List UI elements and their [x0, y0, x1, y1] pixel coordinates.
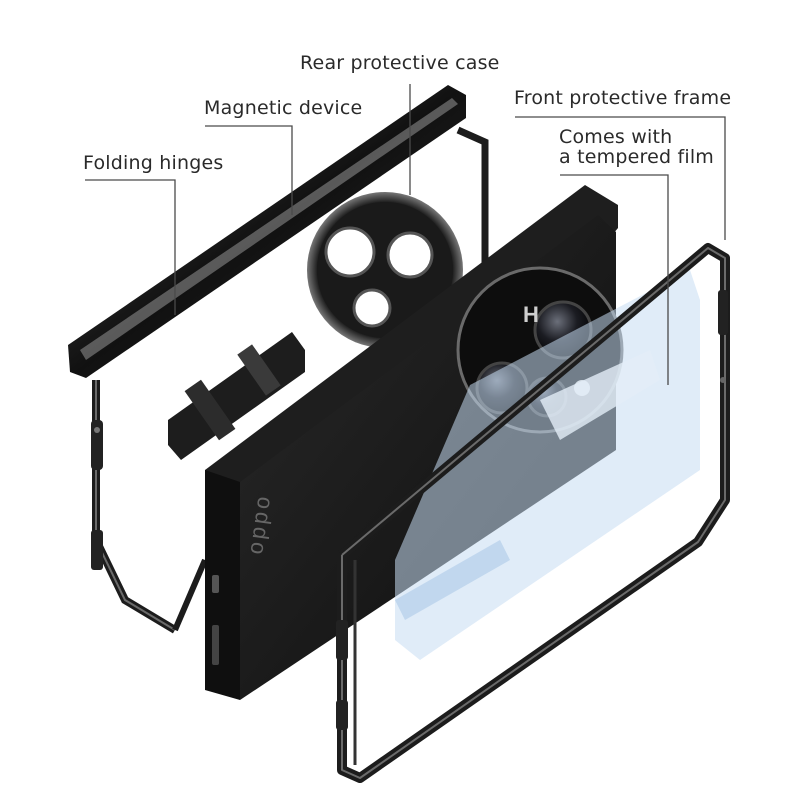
label-film-line2: a tempered film [559, 146, 715, 168]
kickstand [168, 332, 305, 460]
frame-button [336, 620, 348, 660]
label-rear-protective-case: Rear protective case [300, 52, 500, 74]
leader-front-frame [515, 116, 726, 240]
leader-hinges [85, 179, 176, 315]
front-protective-frame [336, 243, 730, 783]
side-button [91, 420, 103, 470]
lens-cutout [326, 228, 374, 276]
phone-hinge [205, 470, 240, 700]
label-front-protective-frame: Front protective frame [514, 87, 732, 109]
label-magnetic-device: Magnetic device [204, 97, 363, 119]
leader-film [560, 174, 669, 385]
label-folding-hinges: Folding hinges [83, 152, 224, 174]
lens-badge: H [523, 302, 539, 327]
callout-lines [85, 84, 726, 385]
label-film-line1: Comes with [559, 126, 673, 148]
leader-magnetic [205, 125, 293, 215]
